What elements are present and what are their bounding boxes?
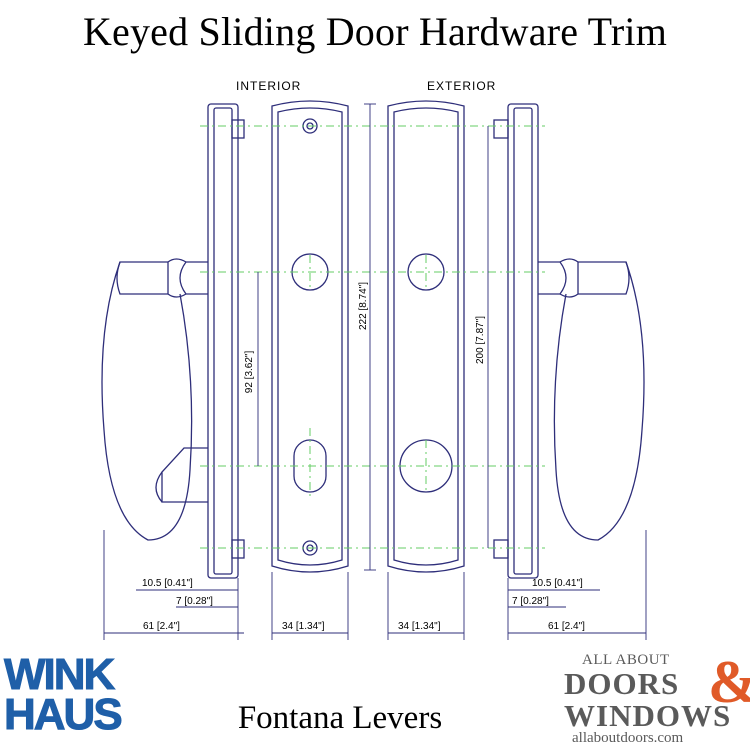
dim-34-left: 34 [1.34"] [282,621,325,632]
dim-7-left: 7 [0.28"] [176,596,213,607]
left-lever-profile [101,103,245,579]
interior-label: INTERIOR [236,79,301,93]
logo-line-1: WINK [4,652,128,697]
logo-line-2: HAUS [4,692,128,737]
winkhaus-logo: WINK HAUS [4,652,128,741]
dim-10-5-left: 10.5 [0.41"] [142,578,193,589]
centerlines [200,125,545,549]
allaboutdoors-logo: ALL ABOUT DOORS & WINDOWS allaboutdoors.… [560,649,750,748]
dim-34-right: 34 [1.34"] [398,621,441,632]
right-lever-profile [493,103,645,579]
exterior-escutcheon [387,100,465,573]
page-title: Keyed Sliding Door Hardware Trim [82,9,668,54]
dim-61-left: 61 [2.4"] [143,621,180,632]
dim-10-5-right: 10.5 [0.41"] [532,578,583,589]
dimension-lines [103,103,647,640]
dim-92: 92 [3.62"] [244,351,255,394]
exterior-label: EXTERIOR [427,79,496,93]
logo-windows: WINDOWS [564,698,732,733]
interior-escutcheon [271,100,349,573]
logo-ampersand: & [708,648,750,717]
dim-200: 200 [7.87"] [475,316,486,364]
dim-61-right: 61 [2.4"] [548,621,585,632]
product-name: Fontana Levers [237,700,443,736]
dim-222: 222 [8.74"] [358,282,369,330]
dim-7-right: 7 [0.28"] [512,596,549,607]
logo-doors: DOORS [564,666,680,701]
logo-url: allaboutdoors.com [572,730,684,746]
logo-all-about: ALL ABOUT [582,652,670,668]
